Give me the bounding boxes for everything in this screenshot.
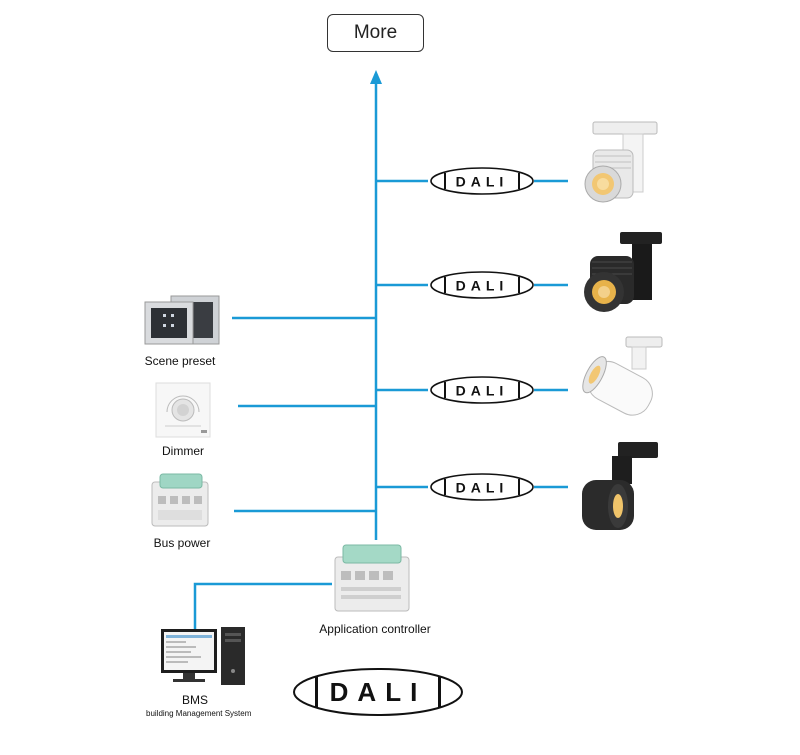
dali-badge: DALI <box>430 167 534 195</box>
controller-module-icon <box>333 541 413 620</box>
bus-arrowhead <box>370 70 382 84</box>
dali-logo-text: DALI <box>330 677 427 707</box>
application-controller-label: Application controller <box>319 622 431 636</box>
scene-preset-label: Scene preset <box>144 354 216 368</box>
bms-link <box>193 582 332 635</box>
more-box: More <box>327 14 424 52</box>
dali-badge: DALI <box>430 473 534 501</box>
bus-power-label: Bus power <box>153 536 211 550</box>
dali-badge-text: DALI <box>456 383 509 399</box>
bms-label: BMS <box>181 693 208 707</box>
dali-badge-text: DALI <box>456 278 509 294</box>
computer-workstation-icon <box>159 625 249 694</box>
dimmer-knob-icon <box>155 382 211 443</box>
white-track-spotlight-icon <box>577 120 661 217</box>
white-cylinder-track-light-icon <box>576 335 666 432</box>
black-track-spotlight-icon <box>580 230 664 321</box>
dali-badge-text: DALI <box>456 480 509 496</box>
dali-badge: DALI <box>430 271 534 299</box>
dimmer-label: Dimmer <box>162 444 204 458</box>
dali-logo: DALI <box>293 668 463 716</box>
bms-sublabel: building Management System <box>146 709 252 718</box>
black-cylinder-track-light-icon <box>578 440 660 541</box>
scene-preset-panel-icon <box>143 294 221 351</box>
dali-badge: DALI <box>430 376 534 404</box>
bus-power-module-icon <box>150 472 214 533</box>
dali-badge-text: DALI <box>456 174 509 190</box>
